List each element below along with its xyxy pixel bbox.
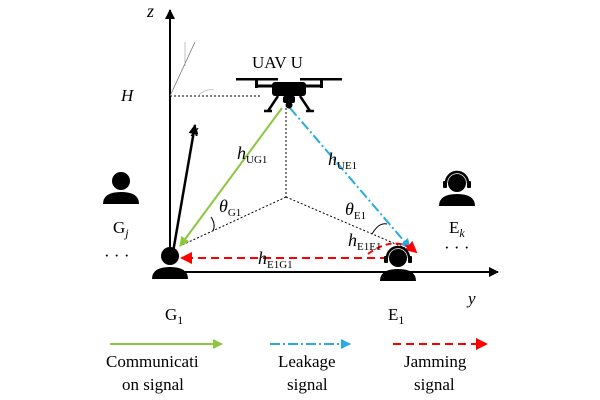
legend-communication-line1: Communicati [106,352,199,371]
label-theta-e1: θE1 [345,199,366,222]
uav-label: UAV U [252,53,303,72]
label-e1: E1 [388,305,404,327]
label-ek: Ek [449,218,465,240]
legend-leakage-line2: signal [287,375,328,394]
label-g1: G1 [165,305,183,327]
legend-jamming-line1: Jamming [404,352,467,371]
z-axis-label: z [146,1,154,21]
legend-communication-line2: on signal [122,375,184,394]
ellipsis-left: · · · [104,246,129,265]
eavesdropper-ek-icon [439,170,475,206]
label-hug1: hUG1 [237,143,267,166]
label-gj: Gj [113,218,129,240]
label-he1e1: hE1E1 [348,230,381,253]
x-axis-label: x [190,121,199,140]
user-gj-icon [103,172,139,204]
height-perspective-line [169,41,196,97]
label-theta-g1: θG1 [219,196,241,219]
communication-signal-line [179,107,283,247]
label-he1g1: hE1G1 [258,248,293,271]
x-axis [170,124,199,259]
ground-line-e1 [285,196,406,249]
label-hue1: hUE1 [328,149,357,172]
leakage-signal-line [289,107,411,249]
angle-arc-e1 [371,223,388,235]
y-axis-label: y [466,289,476,308]
self-jamming-loop [367,240,418,255]
ground-line-g1 [179,196,287,247]
ellipsis-right: · · · [444,238,469,257]
legend: Communicati on signal Leakage signal Jam… [106,338,488,394]
user-g1-icon [152,247,188,279]
legend-jamming-line2: signal [414,375,455,394]
eavesdropper-e1-icon [380,245,416,281]
height-label: H [120,86,135,105]
height-perspective-arc [197,89,215,97]
drone-icon [236,78,342,113]
angle-arc-g1 [210,216,215,232]
legend-leakage-line1: Leakage [278,352,336,371]
